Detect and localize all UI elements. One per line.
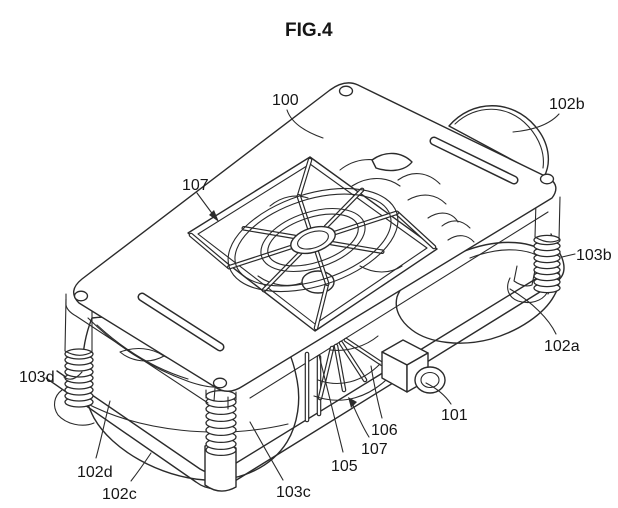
corner-hole xyxy=(212,377,228,389)
ref-label-105: 105 xyxy=(331,458,358,475)
ref-label-102b: 102b xyxy=(549,96,585,113)
leader-103c xyxy=(249,421,284,481)
spring-103d xyxy=(64,348,94,408)
ref-label-107-bottom: 107 xyxy=(361,441,388,458)
leader-106 xyxy=(370,365,383,419)
corner-hole xyxy=(73,290,89,302)
leader-105 xyxy=(318,354,344,453)
knob xyxy=(414,366,446,394)
ref-label-102d: 102d xyxy=(77,464,113,481)
leader-103d xyxy=(63,371,83,380)
ref-label-103d: 103d xyxy=(19,369,55,386)
leader-107-bottom-arrowhead xyxy=(348,397,357,408)
plate-corner-side-faces xyxy=(64,196,561,401)
leader-102b xyxy=(512,113,560,133)
fan-motor-hub xyxy=(301,270,335,294)
drum-seam xyxy=(83,401,289,433)
vent-slot xyxy=(429,136,519,185)
right-corner-bracket xyxy=(507,277,548,304)
dome-102b xyxy=(448,105,550,178)
spring-103c xyxy=(205,389,237,457)
leader-107-top xyxy=(196,192,215,217)
corner-hole xyxy=(338,85,354,97)
leader-101 xyxy=(425,382,452,405)
figure-title: FIG.4 xyxy=(285,20,333,41)
fan-grille-107 xyxy=(187,156,438,332)
leader-107-bottom xyxy=(351,402,370,438)
leader-102c xyxy=(130,452,152,482)
ref-label-107-top: 107 xyxy=(182,177,209,194)
grille-rings-and-spokes xyxy=(227,187,399,293)
leader-lines xyxy=(63,109,576,482)
ref-label-101: 101 xyxy=(441,407,468,424)
leader-107-top-arrowhead xyxy=(209,210,219,222)
left-corner-bracket xyxy=(53,389,95,426)
corner-hole xyxy=(539,173,555,185)
ref-label-102c: 102c xyxy=(102,486,137,503)
leader-102d xyxy=(95,400,111,459)
leader-103b xyxy=(561,253,576,258)
leader-100 xyxy=(286,109,324,139)
ref-label-103b: 103b xyxy=(576,247,612,264)
spring-103b xyxy=(533,234,561,294)
leader-102a xyxy=(509,288,557,335)
ref-label-102a: 102a xyxy=(544,338,580,355)
ref-label-106: 106 xyxy=(371,422,398,439)
ref-label-103c: 103c xyxy=(276,484,311,501)
fan-blades xyxy=(257,152,475,294)
bottom-grille xyxy=(304,335,393,423)
vent-slot xyxy=(137,292,225,352)
ref-label-100: 100 xyxy=(272,92,299,109)
plate-edge-thickness xyxy=(249,211,549,399)
knob-box-101 xyxy=(381,339,446,394)
